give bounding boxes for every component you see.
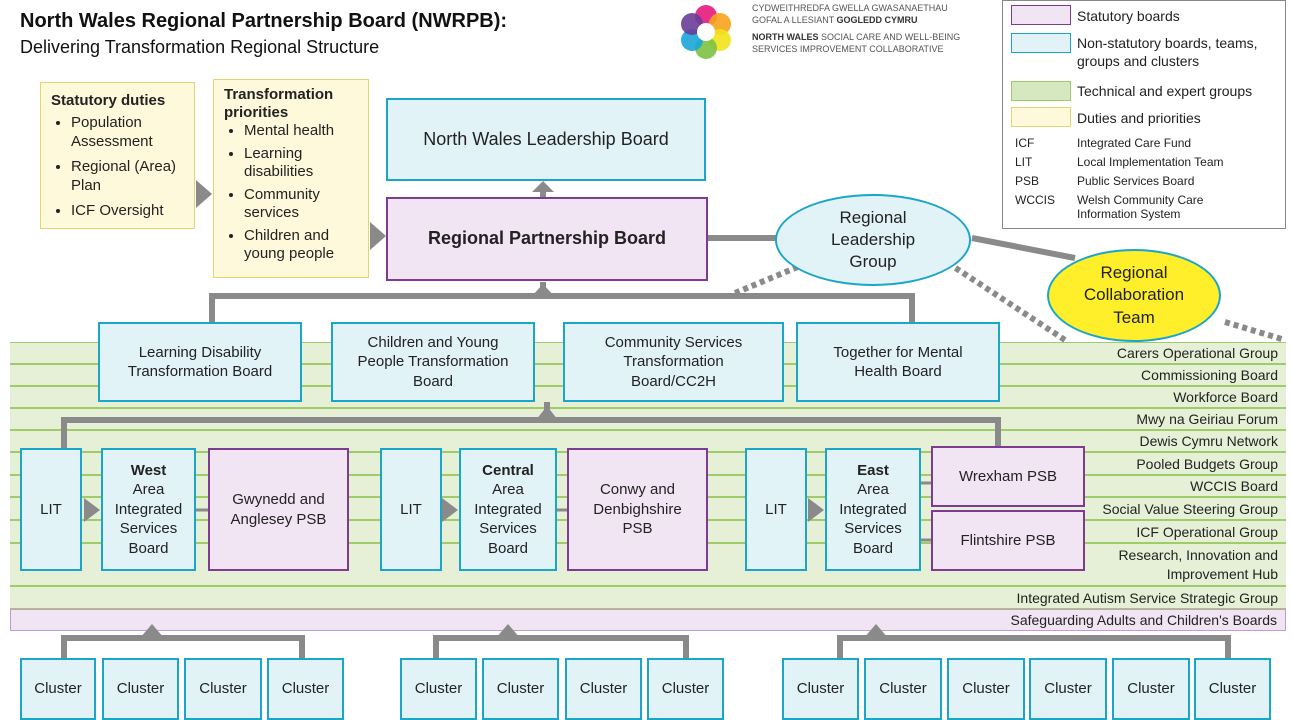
list-item: ICF Oversight	[71, 201, 184, 221]
swirl-logo-icon	[681, 5, 731, 59]
transformation-board: Learning Disability Transformation Board	[98, 322, 302, 402]
transformation-board: Community Services Transformation Board/…	[563, 322, 784, 402]
lit-east: LIT	[745, 448, 807, 571]
legend-swatch-technical	[1011, 81, 1071, 101]
cluster-box: Cluster	[647, 658, 724, 720]
cluster-box: Cluster	[20, 658, 96, 720]
list-item: Regional (Area) Plan	[71, 157, 184, 196]
east-area-board: East Area Integrated Services Board	[825, 448, 921, 571]
list-item: Mental health	[244, 122, 358, 140]
flintshire-psb: Flintshire PSB	[931, 510, 1085, 571]
abbr-def: Public Services Board	[1077, 174, 1195, 188]
legend-label: Non-statutory boards, teams, groups and …	[1077, 35, 1258, 70]
regional-collaboration-team: Regional Collaboration Team	[1047, 249, 1221, 342]
list-item: Children and young people	[244, 227, 358, 263]
abbr-key: ICF	[1015, 136, 1035, 150]
cluster-box: Cluster	[184, 658, 262, 720]
page-subtitle: Delivering Transformation Regional Struc…	[20, 37, 380, 57]
legend-swatch-statutory	[1011, 5, 1071, 25]
transformation-priorities-box: Transformation priorities Mental health …	[213, 79, 369, 278]
cluster-box: Cluster	[1029, 658, 1107, 720]
wrexham-psb: Wrexham PSB	[931, 446, 1085, 507]
legend-label: Duties and priorities	[1077, 110, 1201, 126]
list-item: Learning disabilities	[244, 145, 358, 181]
central-area-board: Central Area Integrated Services Board	[459, 448, 557, 571]
list-item: Community services	[244, 186, 358, 222]
abbr-def: Integrated Care Fund	[1077, 136, 1192, 150]
area-board-label: Area Integrated Services Board	[839, 481, 907, 557]
area-board-label: Area Integrated Services Board	[474, 481, 542, 557]
list-item: Population Assessment	[71, 113, 184, 152]
abbr-def: Local Implementation Team	[1077, 155, 1224, 169]
legend-label: Technical and expert groups	[1077, 83, 1253, 99]
transformation-priorities-heading: Transformation priorities	[224, 86, 334, 121]
cluster-box: Cluster	[864, 658, 942, 720]
logo-wordmark: CYDWEITHREDFA GWELLA GWASANAETHAU GOFAL …	[752, 3, 961, 55]
regional-leadership-group: Regional Leadership Group	[775, 194, 971, 286]
statutory-duties-box: Statutory duties Population Assessment R…	[40, 82, 195, 229]
west-area-board: West Area Integrated Services Board	[101, 448, 196, 571]
conwy-denbighshire-psb: Conwy and Denbighshire PSB	[567, 448, 708, 571]
north-wales-leadership-board: North Wales Leadership Board	[386, 98, 706, 181]
cluster-box: Cluster	[565, 658, 642, 720]
lit-west: LIT	[20, 448, 82, 571]
cluster-box: Cluster	[782, 658, 859, 720]
cluster-box: Cluster	[947, 658, 1025, 720]
regional-partnership-board: Regional Partnership Board	[386, 197, 708, 281]
area-name: East	[857, 461, 889, 479]
cluster-box: Cluster	[267, 658, 344, 720]
cluster-box: Cluster	[482, 658, 559, 720]
lit-central: LIT	[380, 448, 442, 571]
abbr-key: PSB	[1015, 174, 1040, 188]
area-name: Central	[482, 461, 534, 479]
statutory-duties-heading: Statutory duties	[51, 92, 166, 109]
safeguarding-row: Safeguarding Adults and Children's Board…	[10, 609, 1286, 631]
area-board-label: Area Integrated Services Board	[114, 481, 183, 557]
cluster-box: Cluster	[102, 658, 179, 720]
page-title: North Wales Regional Partnership Board (…	[20, 10, 508, 32]
legend-label: Statutory boards	[1077, 8, 1180, 24]
area-name: West	[130, 461, 167, 479]
cluster-box: Cluster	[400, 658, 477, 720]
abbr-def: Welsh Community Care Information System	[1077, 193, 1204, 222]
abbr-key: LIT	[1015, 155, 1033, 169]
cluster-box: Cluster	[1112, 658, 1190, 720]
cluster-box: Cluster	[1194, 658, 1271, 720]
legend-swatch-duties	[1011, 107, 1071, 127]
transformation-board: Together for Mental Health Board	[796, 322, 1000, 402]
group-row: Integrated Autism Service Strategic Grou…	[10, 586, 1286, 609]
legend: Statutory boards Non-statutory boards, t…	[1002, 0, 1286, 229]
abbr-key: WCCIS	[1015, 193, 1055, 207]
legend-swatch-non-statutory	[1011, 33, 1071, 53]
transformation-board: Children and Young People Transformation…	[331, 322, 535, 402]
collaborative-logo	[676, 2, 736, 62]
gwynedd-anglesey-psb: Gwynedd and Anglesey PSB	[208, 448, 349, 571]
